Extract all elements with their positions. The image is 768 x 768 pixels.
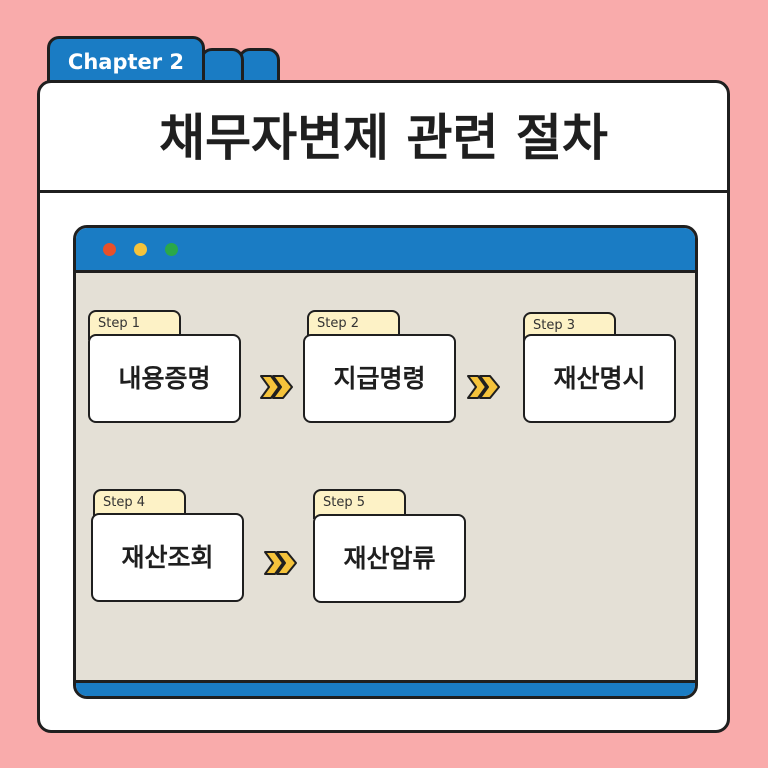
page-title: 채무자변제 관련 절차 (40, 83, 727, 193)
browser-footer (76, 680, 695, 696)
close-dot-icon[interactable] (103, 243, 116, 256)
step-card: 지급명령 (303, 334, 456, 423)
main-window: 채무자변제 관련 절차 Step 1 내용증명 Step 2 지급명령 Step… (37, 80, 730, 733)
browser-window: Step 1 내용증명 Step 2 지급명령 Step 3 재산명시 Step… (73, 225, 698, 699)
folder-tab[interactable] (238, 48, 280, 86)
browser-titlebar (76, 228, 695, 273)
double-arrow-icon (264, 551, 297, 575)
step-card: 재산명시 (523, 334, 676, 423)
step-card: 재산압류 (313, 514, 466, 603)
step-card: 내용증명 (88, 334, 241, 423)
minimize-dot-icon[interactable] (134, 243, 147, 256)
double-arrow-icon (260, 375, 293, 399)
double-arrow-icon (467, 375, 500, 399)
chapter-tab[interactable]: Chapter 2 (47, 36, 205, 86)
step-card: 재산조회 (91, 513, 244, 602)
maximize-dot-icon[interactable] (165, 243, 178, 256)
